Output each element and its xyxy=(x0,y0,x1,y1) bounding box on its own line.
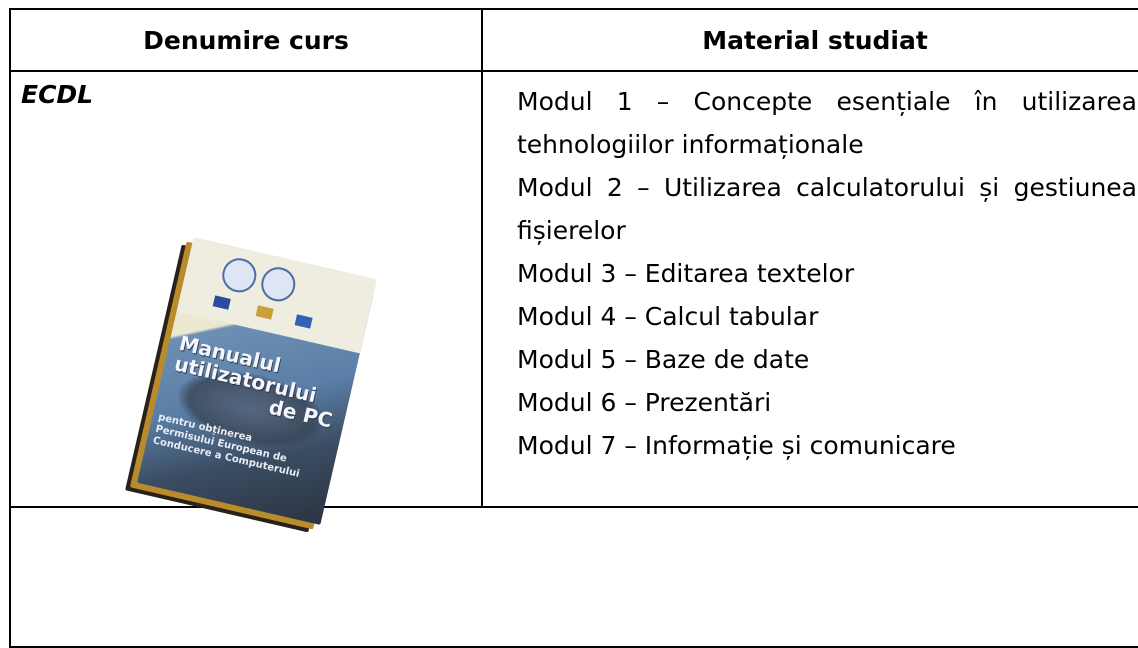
empty-cell xyxy=(9,505,1138,648)
module-item: Modul 5 – Baze de date xyxy=(517,345,810,375)
module-list: Modul 1 – Concepte esențiale în utilizar… xyxy=(483,72,1138,467)
book-cover-image: Manualul utilizatorului de PC pentru obț… xyxy=(11,109,481,526)
module-item: Modul 2 – Utilizarea calculatorului și g… xyxy=(517,173,1137,246)
header-material: Material studiat xyxy=(481,7,1138,73)
emblem-icon xyxy=(255,305,274,320)
romania-flag-icon xyxy=(294,314,313,329)
course-cell: ECDL Manualul utilizatorului de PC xyxy=(9,70,483,526)
module-item: Modul 1 – Concepte esențiale în utilizar… xyxy=(517,87,1137,160)
eu-flag-icon xyxy=(212,295,231,310)
module-item: Modul 6 – Prezentări xyxy=(517,388,772,418)
material-cell: Modul 1 – Concepte esențiale în utilizar… xyxy=(481,70,1138,508)
course-table: Denumire curs Material studiat ECDL Manu… xyxy=(9,7,1138,648)
table-row: ECDL Manualul utilizatorului de PC xyxy=(9,70,1138,526)
book-cover: Manualul utilizatorului de PC pentru obț… xyxy=(137,237,377,526)
module-item: Modul 7 – Informație și comunicare xyxy=(517,431,956,461)
empty-row xyxy=(9,505,1138,648)
module-item: Modul 3 – Editarea textelor xyxy=(517,259,855,289)
seal-icon xyxy=(257,264,299,305)
header-course: Denumire curs xyxy=(9,7,483,73)
course-name: ECDL xyxy=(21,80,94,110)
table-header-row: Denumire curs Material studiat xyxy=(9,7,1138,73)
ecdl-logo-icon xyxy=(218,255,260,296)
module-item: Modul 4 – Calcul tabular xyxy=(517,302,819,332)
